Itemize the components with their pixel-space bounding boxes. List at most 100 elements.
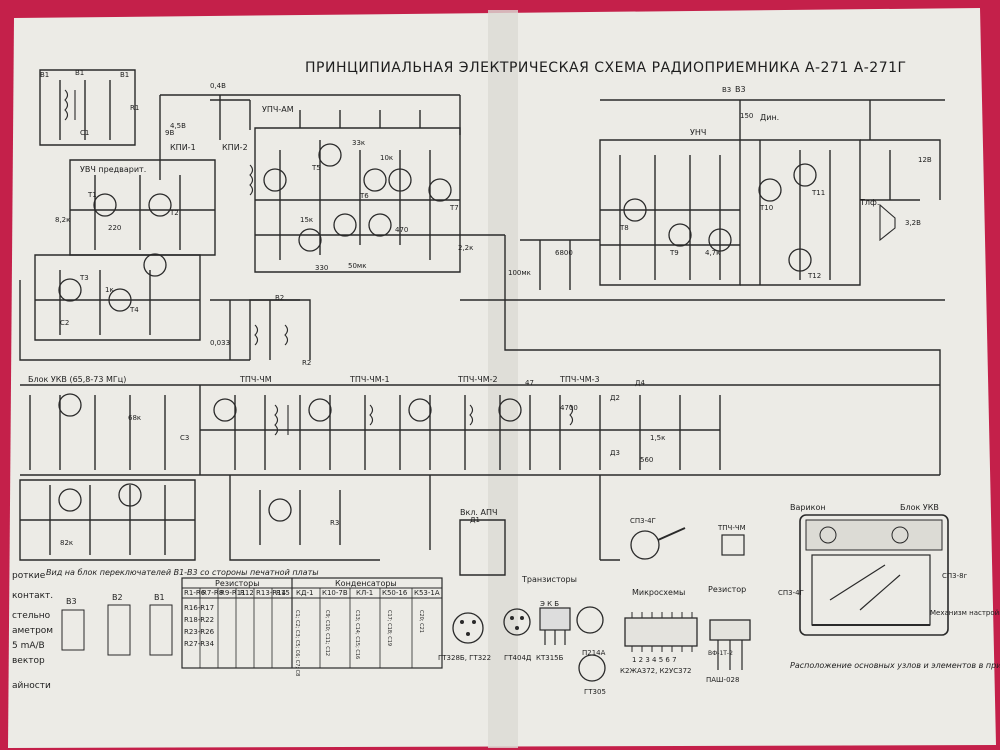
part-label: Т3: [79, 274, 89, 282]
part-label: В1: [120, 71, 129, 79]
res-row: R16-R17: [184, 604, 214, 612]
res-row: R27-R34: [184, 640, 215, 648]
value-label: 220: [108, 224, 121, 232]
value-label: 560: [640, 456, 653, 464]
cap-col: К53-1А: [414, 589, 440, 597]
part-label: Т7: [449, 204, 459, 212]
transistor-pinout-gt328: [452, 612, 484, 644]
parts-table: Резисторы Конденсаторы R1-R6 R7-R8 R9-R1…: [181, 577, 443, 676]
value-label: 82к: [60, 539, 73, 547]
wiring: [19, 69, 945, 576]
block-label-ukv: Блок УКВ (65,8-73 МГц): [28, 375, 126, 384]
block-label-tpch-chm3: ТПЧ-ЧМ-3: [559, 375, 600, 384]
center-fold: [488, 10, 518, 748]
part-label: Д2: [610, 394, 620, 402]
part-label: Т9: [669, 249, 679, 257]
value-labels: 4,5В 0,4В 33к 10к 4,7к 470 1к 8,2к 220 1…: [55, 82, 932, 547]
transistor-gt404-label: ГТ404Д: [504, 654, 532, 662]
left-note: аметром: [12, 626, 53, 636]
left-margin-notes: роткие контакт. стельно аметром 5 mA/В в…: [12, 571, 53, 691]
component-labels: В1 В1 В1 В3 В2 R1 R2 R3 С1 С2 С3 Т1 Т2 Т…: [40, 69, 825, 527]
switch-b2-label: В2: [112, 593, 123, 602]
transistors-title: Транзисторы: [521, 575, 577, 584]
value-label: 470: [395, 226, 408, 234]
value-label: 10к: [380, 154, 393, 162]
value-label: 3,2В: [905, 219, 921, 227]
block-label-kpi-1: КПИ-1: [170, 143, 196, 152]
part-label: R3: [330, 519, 339, 527]
part-label: В2: [275, 294, 284, 302]
value-label: 12В: [918, 156, 932, 164]
pinout-area: Транзисторы Микросхемы Резистор ГТ328Б, …: [438, 517, 751, 696]
switch-block-view: Вид на блок переключателей В1-В3 со стор…: [46, 568, 319, 656]
value-label: 2,2к: [458, 244, 473, 252]
switch-knob-label: СП3-4Г: [630, 517, 656, 525]
cap-cell: С13; С14; С15; С16: [354, 610, 360, 659]
value-label: 1к: [105, 286, 114, 294]
left-note: роткие: [12, 571, 46, 581]
part-label: Д1: [470, 516, 480, 524]
transistor-gt305-label: ГТ305: [584, 688, 606, 696]
transistor-symbols: [58, 143, 817, 522]
value-label: 1,5к: [650, 434, 665, 442]
tpch-chm-small: [721, 534, 745, 556]
transistor-pinout-gt404: [503, 608, 531, 636]
left-note: контакт.: [12, 591, 53, 601]
part-label: В3: [722, 86, 731, 94]
left-note: 5 mA/В: [12, 641, 45, 651]
value-label: 330: [315, 264, 328, 272]
part-label: С2: [60, 319, 69, 327]
value-label: 0,033: [210, 339, 230, 347]
value-label: 33к: [352, 139, 365, 147]
transistor-kt315-label: КТ315Б: [536, 654, 564, 662]
ic-package: [624, 617, 698, 647]
res-row: R23-R26: [184, 628, 215, 636]
part-label: Т6: [359, 192, 369, 200]
part-label: Т12: [807, 272, 821, 280]
transistor-p214-label: П214А: [582, 649, 606, 657]
part-label: Т10: [759, 204, 773, 212]
resistor-part-label: ВФ-1Т-2: [708, 650, 733, 657]
block-label-tpch-chm2: ТПЧ-ЧМ-2: [457, 375, 498, 384]
layout-note: Расположение основных узлов и элементов …: [790, 661, 1000, 670]
layout-sp3-2-label: СП3-8г: [942, 572, 968, 580]
value-label: 47: [525, 379, 534, 387]
res-col: R13-R14: [256, 589, 287, 597]
part-label: R2: [302, 359, 311, 367]
value-label: 50мк: [348, 262, 366, 270]
resistors-table-title: Резисторы: [215, 579, 260, 588]
part-label: Т1: [87, 191, 97, 199]
block-label-kpi-2: КПИ-2: [222, 143, 248, 152]
block-label-phones: Тлф.: [859, 198, 879, 207]
cap-cell: С9; С10; С11; С12: [324, 610, 330, 656]
value-label: 4,7к: [705, 249, 720, 257]
switch-b1-outline: [149, 604, 173, 656]
value-label: 4,5В: [170, 122, 186, 130]
left-note: вектор: [12, 656, 45, 666]
tpch-chm-small-label: ТПЧ-ЧМ: [717, 524, 746, 532]
ic-pins-label: 1 2 3 4 5 6 7: [632, 656, 677, 664]
cap-col: КЛ-1: [356, 589, 373, 597]
cap-col: К10-7В: [322, 589, 348, 597]
transistor-gt328-label: ГТ328Б, ГТ322: [438, 654, 491, 662]
resistor-bottom-label: ПАШ-028: [706, 676, 739, 684]
switch-b1-label: В1: [154, 593, 165, 602]
table-frame: [181, 577, 443, 669]
res-col: R1-R6: [184, 589, 206, 597]
potentiometer-title: Резистор: [708, 585, 746, 594]
res-row: R18-R22: [184, 616, 214, 624]
block-label-upch-am: УПЧ-АМ: [262, 105, 294, 114]
res-col: R15: [276, 589, 290, 597]
cap-cell: С20; С21: [418, 610, 424, 633]
layout-varicond-label: Варикон: [790, 503, 826, 512]
microcircuits-title: Микросхемы: [632, 588, 685, 597]
value-label: 15к: [300, 216, 313, 224]
block-label-dyn: Дин.: [760, 113, 779, 122]
block-label-ahch: Вкл. АПЧ: [460, 508, 498, 517]
part-label: Т11: [811, 189, 825, 197]
switch-b2-outline: [107, 604, 131, 656]
receiver-layout-drawing: Варикон Блок УКВ СП3-4Г СП3-8г Механизм …: [778, 503, 1000, 670]
value-label: 150: [740, 112, 753, 120]
block-titles: УПЧ-АМ УНЧ КПИ-1 КПИ-2 УВЧ предварит. Бл…: [28, 85, 879, 517]
